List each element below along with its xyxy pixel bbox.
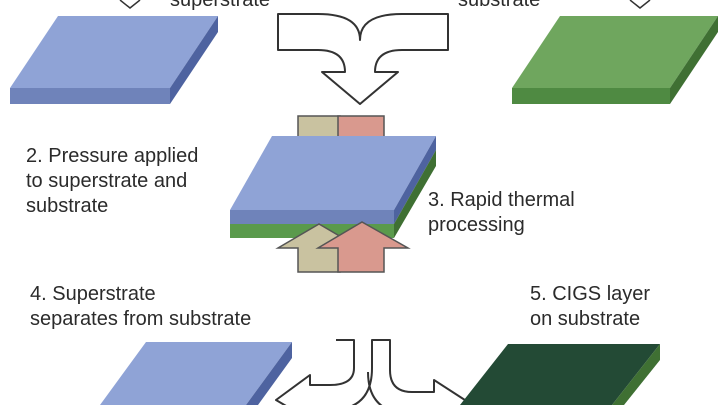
substrate-plate-top: [512, 16, 718, 104]
step5-label: 5. CIGS layer on substrate: [530, 283, 651, 330]
pressure-arrow-bottom-pink: [315, 221, 411, 273]
substrate-label-partial: substrate: [458, 0, 541, 11]
superstrate-label-partial: superstrate: [170, 0, 271, 11]
cigs-layer-plate: [460, 344, 660, 405]
step4-label: 4. Superstrate separates from substrate: [30, 283, 252, 330]
superstrate-plate-top: [10, 16, 218, 104]
top-right-arrow-tip: [629, 0, 651, 9]
step3-label: 3. Rapid thermal processing: [428, 189, 575, 236]
step2-label: 2. Pressure applied to superstrate and s…: [26, 145, 199, 217]
merge-arrow: [277, 13, 449, 105]
stacked-plates: [230, 136, 436, 238]
superstrate-plate-bottom: [100, 342, 292, 405]
split-arrow: [275, 339, 469, 405]
top-left-arrow-tip: [119, 0, 141, 9]
